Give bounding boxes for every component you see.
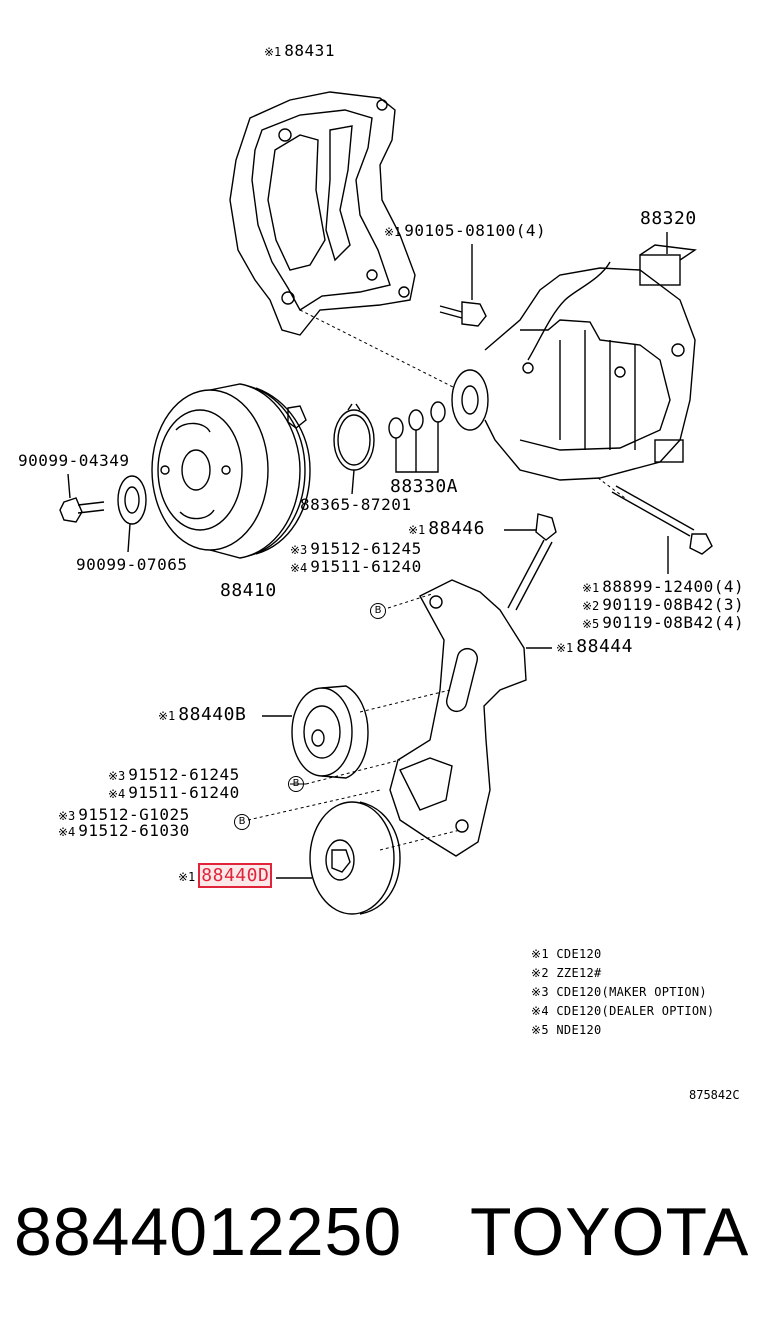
b-circle-3: B	[234, 814, 250, 830]
note-4: ※4 CDE120(DEALER OPTION)	[531, 1004, 715, 1018]
note-2: ※2 ZZE12#	[531, 966, 602, 980]
label-compressor-88320[interactable]: 88320	[640, 208, 697, 229]
note-1: ※1 CDE120	[531, 947, 602, 961]
applicability-notes: ※1 CDE120 ※2 ZZE12# ※3 CDE120(MAKER OPTI…	[531, 945, 714, 1040]
bolt-90099-04349[interactable]	[59, 473, 105, 523]
highlighted-part-number[interactable]: 88440D	[198, 863, 273, 888]
idler-pulley-88440B[interactable]	[262, 685, 369, 779]
bracket-88431[interactable]	[229, 91, 416, 336]
compressor-88320[interactable]	[451, 232, 697, 481]
b-circle-2: B	[288, 776, 304, 792]
shims-88330A[interactable]	[388, 401, 446, 473]
label-clutch-88410[interactable]: 88410	[220, 580, 277, 601]
stud-bolt-88446[interactable]	[504, 513, 557, 611]
bolt-90105[interactable]	[439, 244, 487, 327]
label-shims-88330A[interactable]: 88330A	[390, 476, 459, 497]
footer-part-number: 8844012250	[14, 1194, 403, 1270]
b-circle-1: B	[370, 603, 386, 619]
footer-brand: TOYOTA	[470, 1194, 750, 1270]
washer-90099-07065[interactable]	[117, 475, 147, 553]
label-snap-ring-88365[interactable]: 88365-87201	[300, 495, 412, 514]
label-bolt-90099-04349[interactable]: 90099-04349	[18, 451, 130, 470]
clutch-88410[interactable]	[151, 383, 311, 559]
note-5: ※5 NDE120	[531, 1023, 602, 1037]
idler-pulley-88440D[interactable]	[276, 801, 401, 915]
note-3: ※3 CDE120(MAKER OPTION)	[531, 985, 707, 999]
bracket-88444[interactable]	[389, 579, 552, 857]
diagram-code: 875842C	[689, 1088, 740, 1102]
label-washer-90099-07065[interactable]: 90099-07065	[76, 555, 188, 574]
bolt-88899[interactable]	[611, 485, 713, 574]
leader-dashes	[247, 309, 626, 851]
snap-ring-88365[interactable]	[333, 403, 375, 495]
